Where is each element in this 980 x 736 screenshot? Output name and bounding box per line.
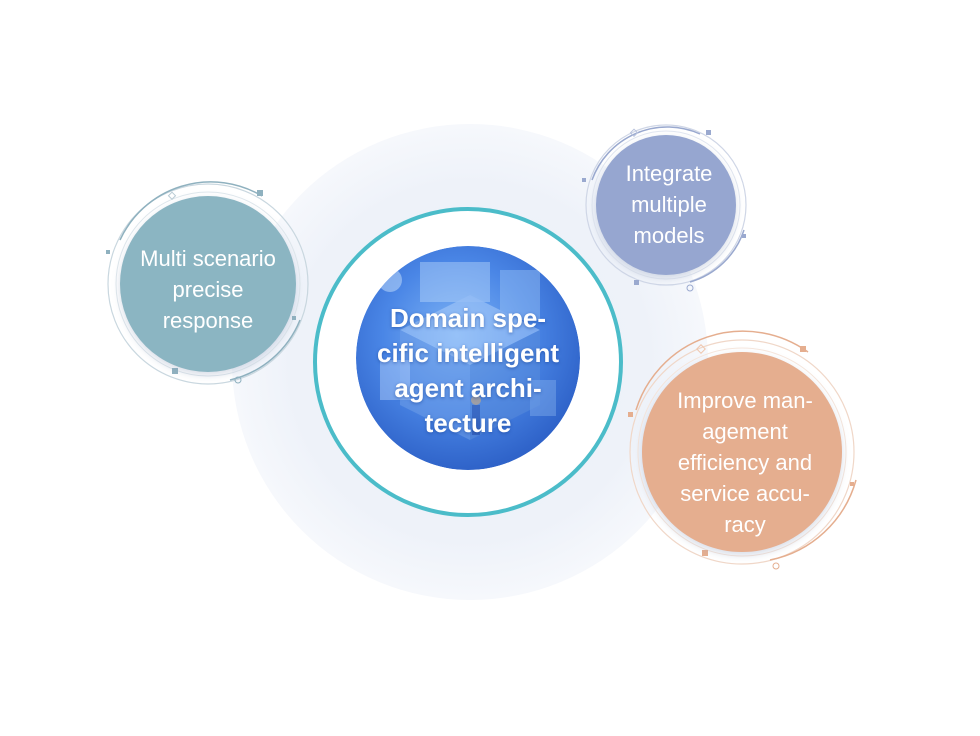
node-right-label: Improve man- agement efficiency and serv… [677, 387, 813, 537]
node-left-label: Multi scenario precise response [140, 245, 276, 333]
node-left-decoration [106, 181, 309, 385]
node-top-decoration [582, 124, 747, 292]
node-top-circle [596, 135, 736, 275]
node-right-circle [642, 352, 842, 552]
node-right-decoration [628, 330, 857, 570]
center-label: Domain spe- cific intelligent agent arch… [376, 303, 560, 438]
center-illustration [356, 246, 580, 470]
node-left-circle [120, 196, 296, 372]
node-top-label: Integrate multiple models [625, 160, 713, 248]
